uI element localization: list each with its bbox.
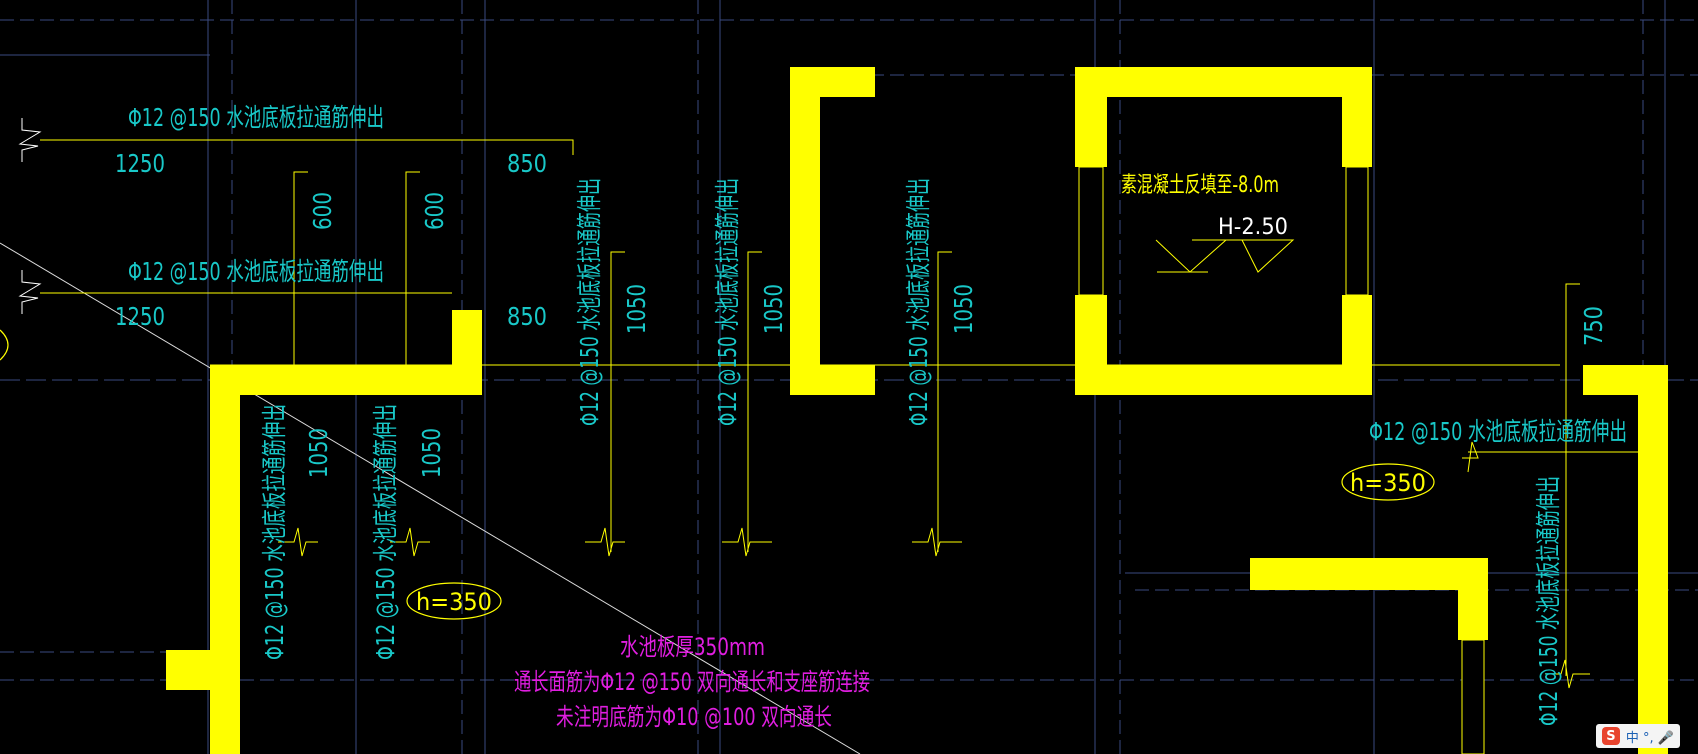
wall-openings [1078, 166, 1485, 754]
dim-1250-a: 1250 [115, 149, 165, 178]
rebar-label-v1: Φ12 @150 水池底板拉通筋伸出 [575, 178, 604, 426]
rebar-label-v3: Φ12 @150 水池底板拉通筋伸出 [904, 178, 933, 426]
diagonal-reference-line [0, 242, 861, 754]
break-symbols [18, 118, 42, 314]
rebar-label-h3: Φ12 @150 水池底板拉通筋伸出 [1369, 417, 1627, 446]
thickness-tag-2: h=350 [1350, 469, 1426, 497]
rebar-label-v5: Φ12 @150 水池底板拉通筋伸出 [371, 404, 400, 660]
dim-1050-b: 1050 [759, 284, 788, 334]
thickness-tag-1: h=350 [416, 588, 492, 616]
dim-1050-a: 1050 [622, 284, 651, 334]
partial-tag-ellipse [0, 329, 9, 361]
concrete-walls [166, 67, 1668, 754]
elevation-label: H-2.50 [1218, 215, 1288, 240]
note-line-3: 未注明底筋为Φ10 @100 双向通长 [556, 703, 832, 731]
rebar-label-h1: Φ12 @150 水池底板拉通筋伸出 [128, 103, 384, 132]
rebar-break-marks [278, 441, 1590, 689]
dim-1050-c: 1050 [949, 284, 978, 334]
sogou-ime-icon[interactable]: S [1601, 727, 1620, 745]
dim-600-a: 600 [308, 192, 337, 230]
dim-850-b: 850 [507, 302, 547, 331]
rebar-label-v6: Φ12 @150 水池底板拉通筋伸出 [1534, 476, 1563, 726]
dim-850-a: 850 [507, 149, 547, 178]
thickness-tag-ellipse-2 [1341, 463, 1435, 501]
ime-status[interactable]: 中 °, 🎤 [1625, 730, 1674, 746]
note-line-1: 水池板厚350mm [620, 633, 765, 661]
dim-750: 750 [1579, 306, 1608, 346]
ime-toolbar[interactable]: S 中 °, 🎤 [1595, 724, 1680, 748]
dim-1050-e: 1050 [417, 428, 446, 478]
fill-note: 素混凝土反填至-8.0m [1121, 173, 1279, 198]
thickness-tag-ellipse-1 [406, 582, 502, 620]
dim-1050-d: 1050 [304, 428, 333, 478]
dim-600-b: 600 [420, 192, 449, 230]
dim-1250-b: 1250 [115, 302, 165, 331]
rebar-label-v4: Φ12 @150 水池底板拉通筋伸出 [260, 404, 289, 660]
note-line-2: 通长面筋为Φ12 @150 双向通长和支座筋连接 [514, 668, 870, 696]
rebar-label-v2: Φ12 @150 水池底板拉通筋伸出 [713, 178, 742, 426]
rebar-label-h2: Φ12 @150 水池底板拉通筋伸出 [128, 257, 384, 286]
